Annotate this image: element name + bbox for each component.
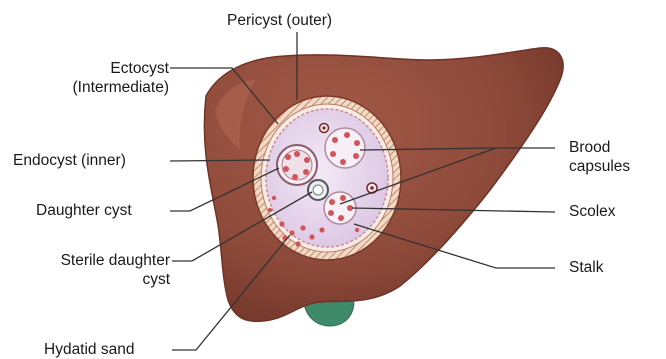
label-ectocyst-line1: Ectocyst xyxy=(35,59,169,78)
label-ectocyst: Ectocyst (Intermediate) xyxy=(35,59,169,97)
label-hydatid-sand: Hydatid sand xyxy=(44,340,134,359)
label-brood-line1: Brood xyxy=(569,138,630,157)
label-sterile-daughter-cyst: Sterile daughter cyst xyxy=(14,251,170,289)
label-daughter-cyst: Daughter cyst xyxy=(36,201,132,220)
label-pericyst: Pericyst (outer) xyxy=(227,11,332,30)
label-brood-line2: capsules xyxy=(569,157,630,176)
label-endocyst: Endocyst (inner) xyxy=(13,151,126,170)
brood-capsule-lower xyxy=(324,192,356,224)
label-sterile-line1: Sterile daughter xyxy=(14,251,170,270)
label-stalk: Stalk xyxy=(569,258,603,277)
daughter-cyst-shape xyxy=(277,145,317,185)
label-sterile-line2: cyst xyxy=(14,270,170,289)
sterile-daughter-cyst-shape xyxy=(308,180,328,200)
label-scolex: Scolex xyxy=(569,202,616,221)
label-brood-capsules: Brood capsules xyxy=(569,138,630,176)
brood-capsule-upper xyxy=(325,128,365,168)
label-ectocyst-line2: (Intermediate) xyxy=(35,78,169,97)
